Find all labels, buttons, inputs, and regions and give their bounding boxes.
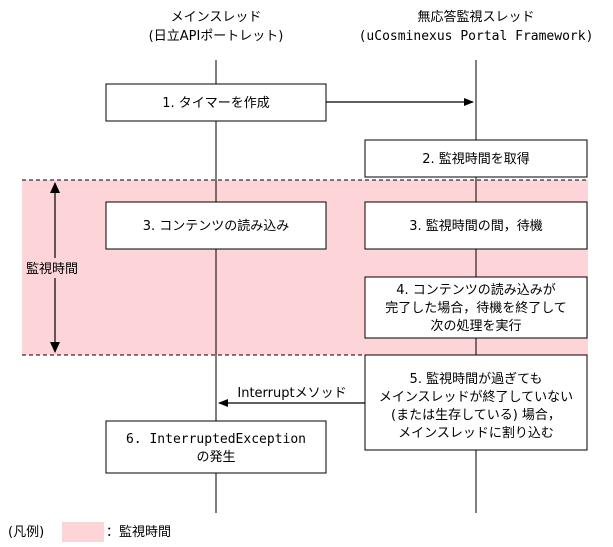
step-1-text: 1. タイマーを作成: [162, 96, 270, 111]
step-line: 3. コンテンツの読み込み: [143, 218, 290, 234]
step-3b-text: 3. 監視時間の間，待機: [409, 218, 543, 234]
step-line: メインスレッドが終了していない: [379, 389, 573, 405]
step-line: 完了した場合，待機を終了して: [385, 300, 567, 316]
step-line: 4. コンテンツの読み込みが: [396, 282, 556, 298]
step-line: 2. 監視時間を取得: [422, 151, 530, 167]
step-1-box: [105, 83, 327, 122]
step-line: 次の処理を実行: [430, 318, 521, 334]
step-5-box: [364, 354, 588, 451]
step-6-box: [105, 420, 327, 474]
step-3a-text: 3. コンテンツの読み込み: [143, 218, 290, 234]
step-5-text: 5. 監視時間が過ぎてもメインスレッドが終了していない (または生存している) 場…: [379, 371, 573, 441]
step-2-box: [364, 139, 588, 178]
interrupt-arrow-label: Interruptメソッド: [237, 386, 346, 401]
step-3a-box: [105, 201, 327, 250]
step-line: (または生存している) 場合，: [391, 408, 561, 423]
step-line: 6. InterruptedException: [126, 432, 306, 447]
band-label: 監視時間: [26, 261, 78, 277]
step-6-text: 6. InterruptedException の発生: [126, 432, 306, 465]
step-3b-box: [364, 201, 588, 250]
monitor-lane-subtitle: (uCosminexus Portal Framework): [359, 29, 594, 44]
main-lane-subtitle: (日立APIポートレット): [149, 29, 284, 44]
band-span-arrowhead-top: [50, 182, 60, 193]
step-line: メインスレッドに割り込む: [398, 425, 554, 441]
step-4-text: 4. コンテンツの読み込みが完了した場合，待機を終了して次の処理を実行: [385, 282, 567, 334]
step-2-text: 2. 監視時間を取得: [422, 151, 530, 167]
main-lane-title: メインスレッド: [171, 10, 262, 25]
legend-swatch: [62, 522, 104, 542]
legend-prefix: (凡例): [8, 525, 44, 540]
step-line: 3. 監視時間の間，待機: [409, 218, 543, 234]
step-line: の発生: [196, 450, 235, 465]
step-4-box: [364, 276, 588, 339]
step-line: 1. タイマーを作成: [162, 96, 270, 111]
monitor-lane-title: 無応答監視スレッド: [417, 9, 534, 25]
legend-text: ：監視時間: [106, 524, 171, 540]
band-span-arrowhead-bottom: [50, 342, 60, 353]
step-line: 5. 監視時間が過ぎても: [410, 371, 543, 387]
